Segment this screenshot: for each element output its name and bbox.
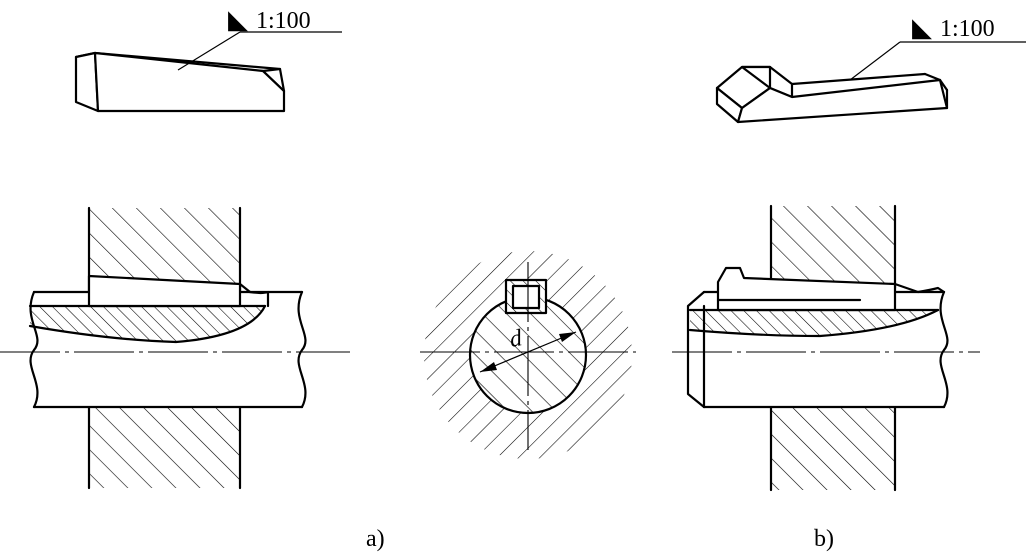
hub-a [87, 206, 242, 490]
taper-ratio-a: 1:100 [256, 8, 311, 34]
taper-ratio-b: 1:100 [940, 16, 995, 42]
taper-key-a [74, 31, 342, 113]
view-a [0, 31, 350, 490]
label-a: a) [366, 526, 385, 552]
gib-head-key-b [715, 41, 1026, 124]
shaft-b [672, 266, 980, 409]
taper-symbol-a: ◣ [228, 5, 248, 34]
label-b: b) [814, 526, 834, 552]
view-b [672, 41, 1026, 492]
taper-symbol-b: ◣ [912, 13, 932, 42]
shaft-a [0, 274, 350, 409]
hub-b [769, 204, 897, 492]
cross-section [420, 251, 636, 459]
diameter-label: d [508, 325, 525, 353]
